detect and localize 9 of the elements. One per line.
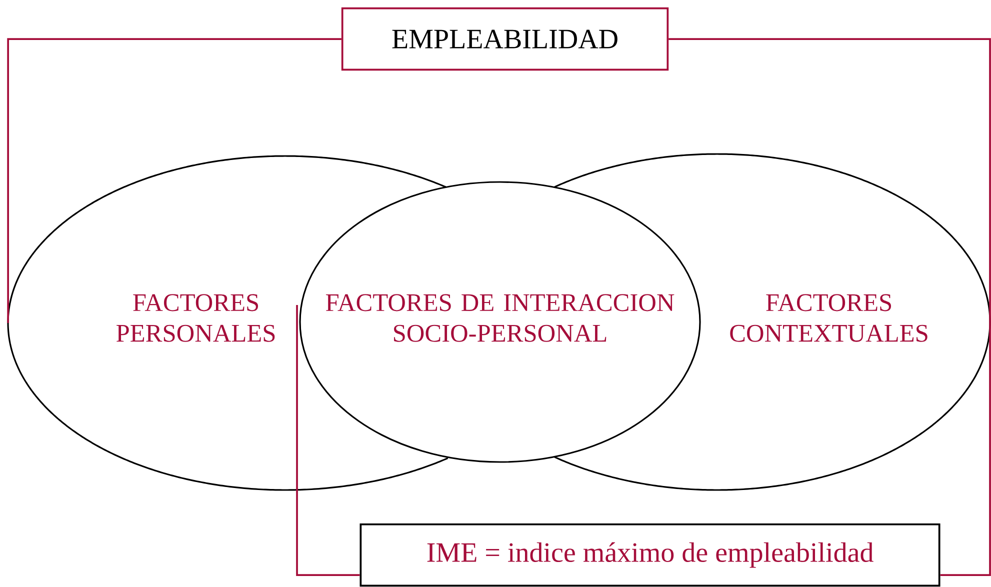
label-box: IME = indice máximo de empleabilidad xyxy=(360,523,940,587)
ellipse-label: FACTORES CONTEXTUALES xyxy=(730,294,928,342)
ellipse-label: FACTORES PERSONALES xyxy=(116,294,275,342)
ellipse-label: FACTORES DE INTERACCION SOCIO-PERSONAL xyxy=(326,294,674,342)
connector-line xyxy=(668,38,991,576)
connector-line xyxy=(7,38,342,323)
ellipse xyxy=(299,181,701,463)
label-box: EMPLEABILIDAD xyxy=(341,7,669,71)
connector-line xyxy=(296,305,360,576)
